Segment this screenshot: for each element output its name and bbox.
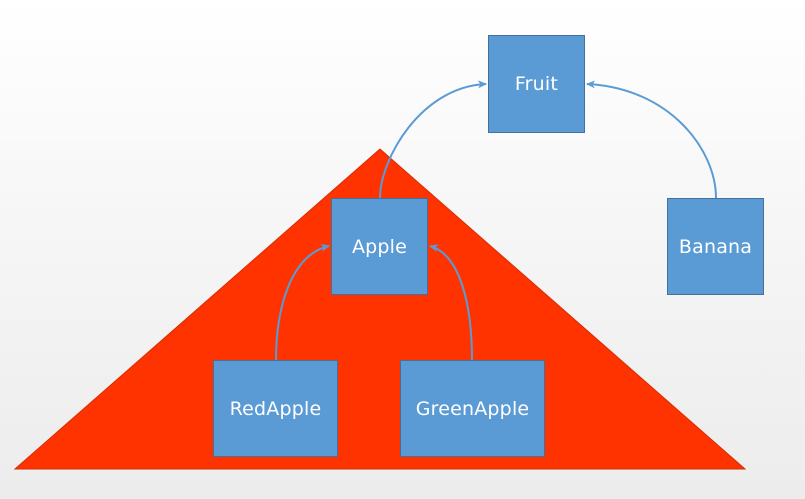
node-apple-label: Apple	[351, 235, 408, 258]
edge-banana-to-fruit	[586, 80, 717, 199]
node-greenapple-label: GreenApple	[415, 397, 530, 420]
node-banana-label: Banana	[678, 235, 753, 258]
edge-redapple-to-apple	[275, 243, 330, 361]
node-fruit: Fruit	[488, 35, 585, 133]
node-redapple-label: RedApple	[229, 397, 322, 420]
edge-apple-to-fruit	[379, 80, 487, 199]
node-fruit-label: Fruit	[514, 73, 559, 95]
node-greenapple: GreenApple	[400, 360, 545, 457]
node-apple: Apple	[331, 198, 428, 295]
node-redapple: RedApple	[213, 360, 338, 457]
subclass-triangle	[13, 148, 747, 470]
edge-greenapple-to-apple	[429, 244, 473, 361]
node-banana: Banana	[667, 198, 764, 295]
